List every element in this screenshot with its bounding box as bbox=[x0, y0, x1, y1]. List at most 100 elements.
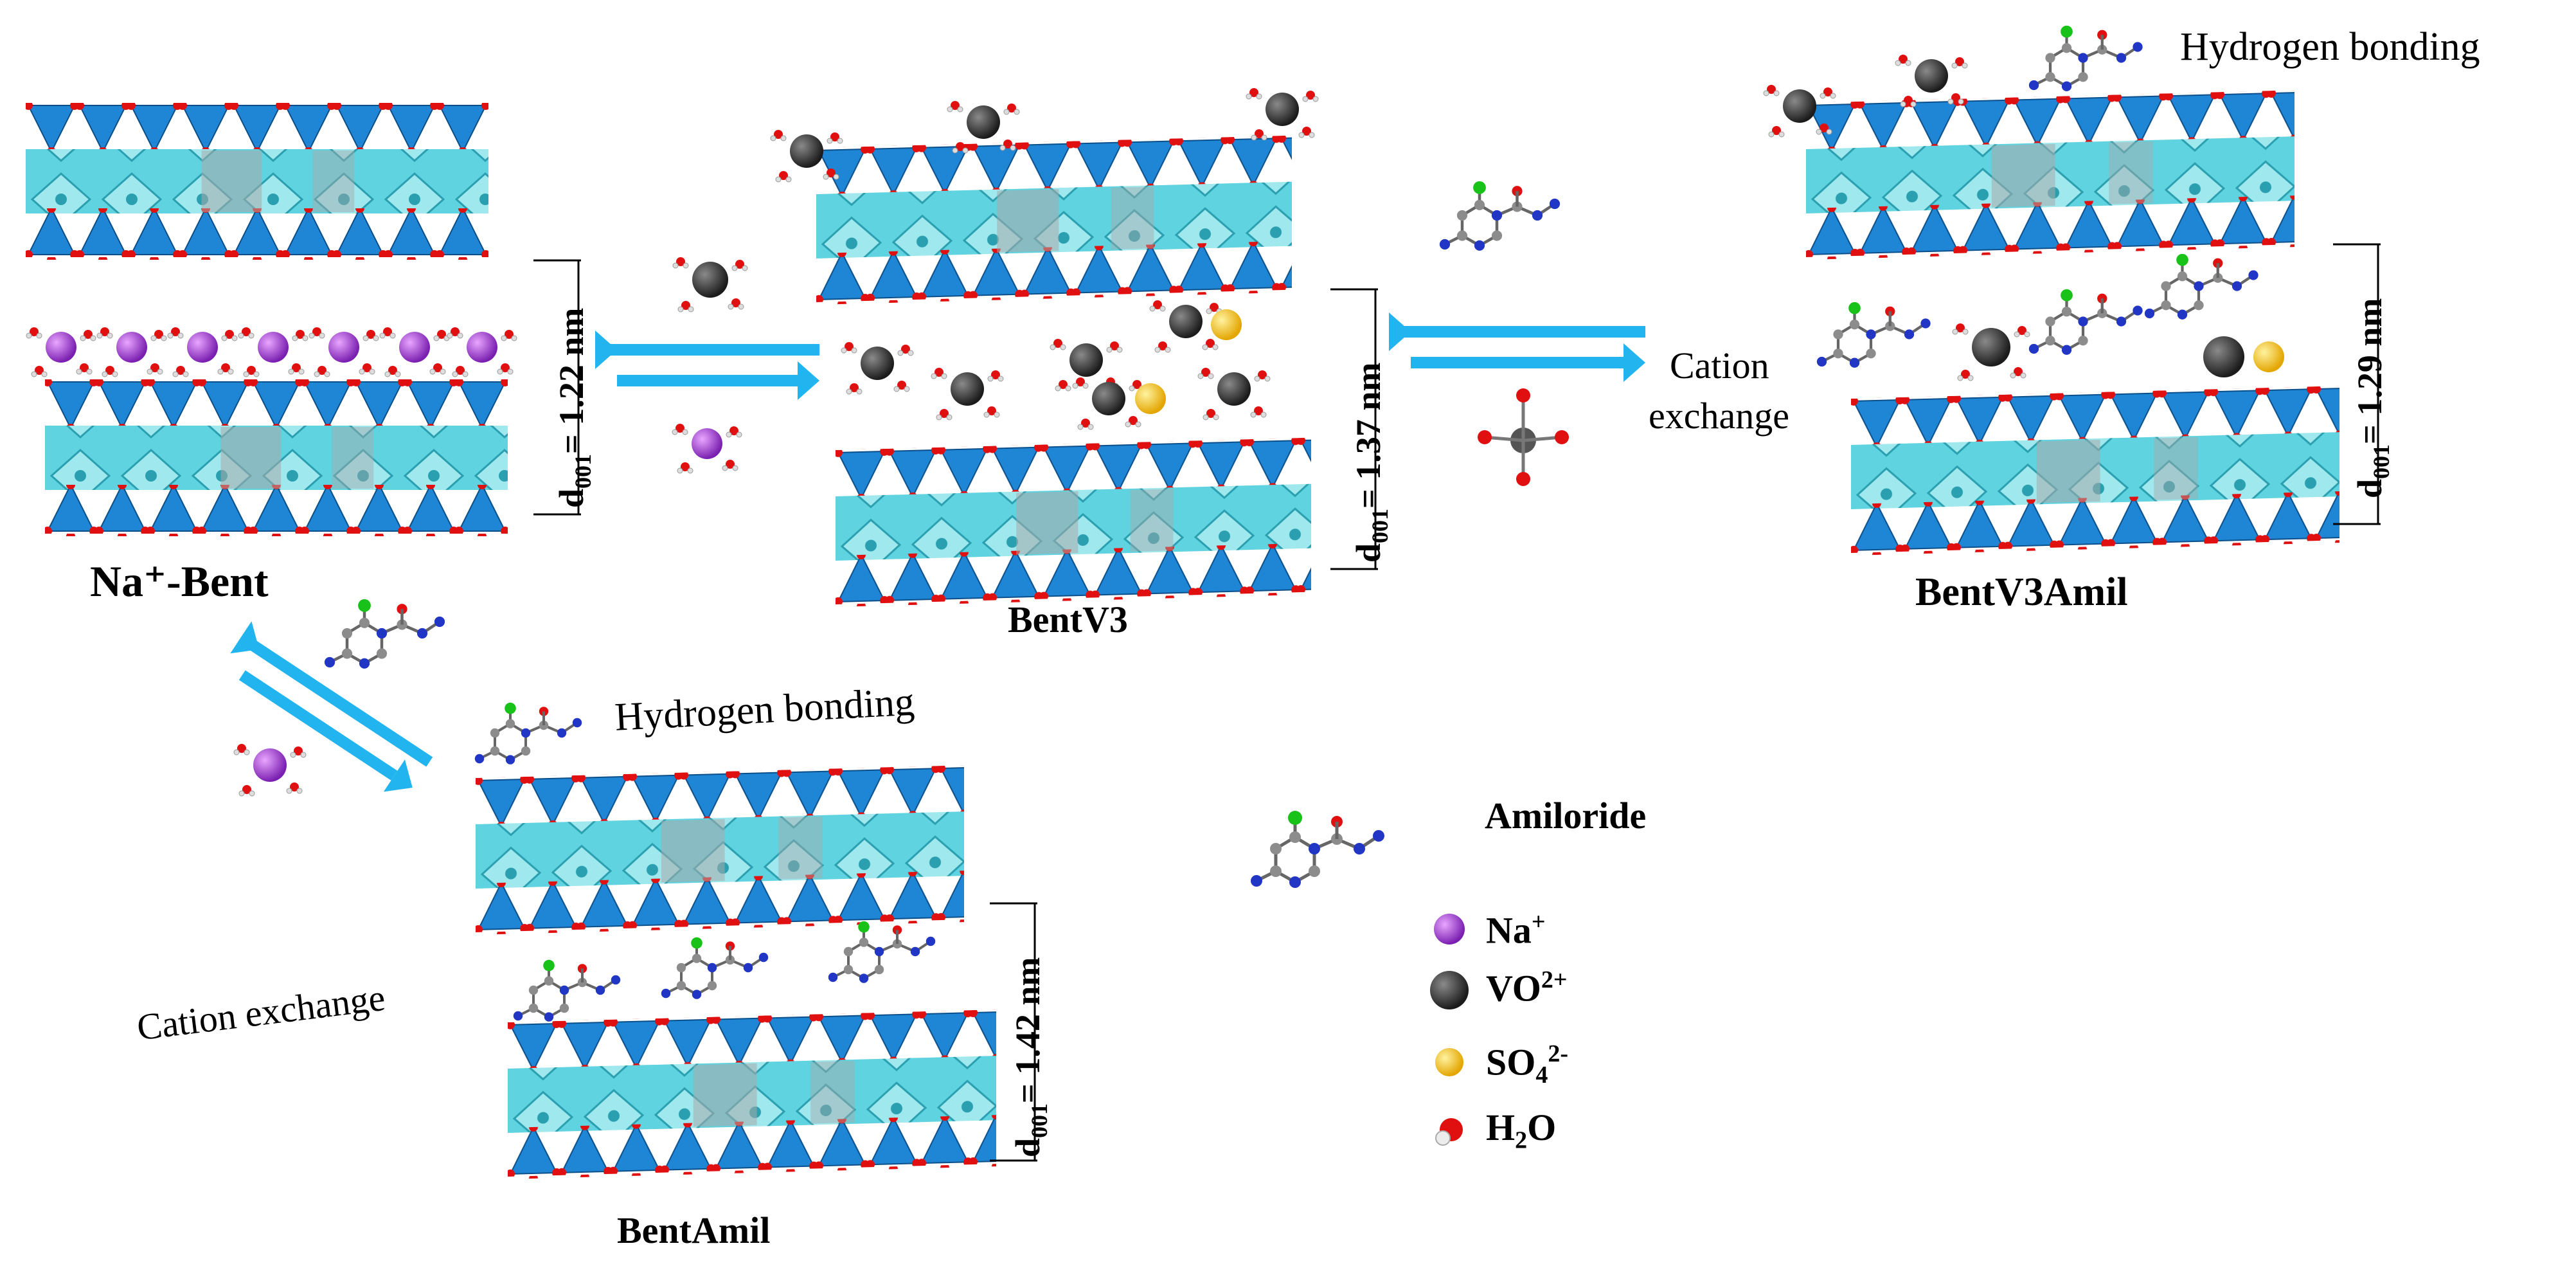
water-molecule bbox=[172, 366, 189, 377]
water-hydrogen bbox=[1900, 101, 1906, 107]
label-bentamil: BentAmil bbox=[617, 1209, 771, 1251]
spacing-brackets bbox=[533, 243, 2381, 1162]
water-molecule bbox=[1820, 87, 1836, 99]
water-hydrogen bbox=[1298, 132, 1305, 138]
water-hydrogen bbox=[243, 371, 249, 377]
water-hydrogen bbox=[157, 368, 163, 375]
water-oxygen bbox=[1956, 323, 1965, 332]
d001-label-bentamil: d001= 1.42 nm bbox=[1008, 957, 1052, 1157]
water-hydrogen bbox=[228, 368, 234, 375]
atom bbox=[1456, 230, 1468, 241]
na-ion bbox=[116, 332, 147, 363]
water-hydrogen bbox=[1820, 93, 1826, 99]
water-oxygen bbox=[1961, 370, 1970, 379]
water-oxygen bbox=[1823, 87, 1832, 96]
water-oxygen bbox=[221, 363, 230, 372]
water-molecule bbox=[217, 363, 234, 375]
water-molecule bbox=[379, 327, 396, 339]
atom bbox=[1885, 321, 1895, 331]
water-oxygen bbox=[726, 460, 735, 469]
water-hydrogen bbox=[290, 752, 296, 758]
na-ion bbox=[46, 332, 76, 363]
atom bbox=[557, 728, 567, 738]
water-oxygen bbox=[1110, 341, 1119, 350]
atom bbox=[2045, 336, 2055, 346]
atom bbox=[707, 981, 717, 991]
water-oxygen bbox=[830, 132, 839, 141]
water-molecule bbox=[96, 327, 113, 339]
water-hydrogen bbox=[1212, 344, 1219, 350]
water-hydrogen bbox=[2020, 372, 2026, 379]
water-molecule bbox=[846, 383, 863, 395]
water-hydrogen bbox=[770, 135, 776, 141]
atom bbox=[1549, 198, 1561, 210]
water-oxygen bbox=[312, 327, 321, 336]
atom bbox=[376, 648, 388, 659]
water-molecule bbox=[722, 460, 738, 471]
water-molecule bbox=[501, 330, 517, 341]
tetrahedral-row-top bbox=[476, 765, 964, 829]
chlorine-atom bbox=[2176, 253, 2188, 266]
water-oxygen bbox=[850, 383, 859, 392]
water-hydrogen bbox=[677, 306, 684, 312]
atom bbox=[2194, 300, 2204, 311]
atom bbox=[544, 976, 554, 986]
water-oxygen bbox=[2017, 326, 2026, 335]
chlorine-atom bbox=[1288, 811, 1302, 825]
water-oxygen bbox=[1059, 380, 1068, 389]
water-molecule bbox=[1246, 88, 1262, 100]
annotation-hydrogen-bonding-top: Hydrogen bonding bbox=[2180, 25, 2480, 69]
atom bbox=[1904, 329, 1915, 339]
water-hydrogen bbox=[238, 332, 244, 339]
atom bbox=[2133, 42, 2143, 52]
atom bbox=[1474, 240, 1485, 251]
water-hydrogen bbox=[856, 388, 863, 395]
atom bbox=[910, 946, 920, 957]
sulfate-ion bbox=[2253, 341, 2284, 372]
bracket-bentv3amil bbox=[2333, 243, 2381, 525]
water-molecule bbox=[1050, 339, 1066, 350]
atom bbox=[1373, 830, 1384, 842]
arrow-shaft bbox=[238, 670, 398, 781]
water-hydrogen bbox=[1129, 385, 1135, 392]
water-oxygen bbox=[1302, 127, 1311, 136]
atom bbox=[1512, 201, 1523, 212]
water-hydrogen bbox=[1125, 421, 1131, 428]
octahedral-substitution bbox=[778, 816, 823, 880]
legend-amiloride-label: Amiloride bbox=[1485, 795, 1647, 836]
water-hydrogen bbox=[161, 335, 167, 341]
water-hydrogen bbox=[1154, 347, 1161, 353]
water-molecule bbox=[1154, 341, 1171, 353]
water-hydrogen bbox=[288, 368, 294, 375]
water-molecule bbox=[672, 257, 689, 269]
amiloride-reagent bbox=[1439, 181, 1561, 251]
water-hydrogen bbox=[1254, 375, 1260, 382]
legend-vo-label: VO2+ bbox=[1486, 966, 1568, 1009]
atom bbox=[2028, 80, 2039, 91]
water-molecule bbox=[1768, 126, 1785, 138]
octahedral-substitution bbox=[312, 150, 355, 212]
arrow-head bbox=[383, 759, 413, 792]
legend-na-label: Na+ bbox=[1486, 909, 1546, 952]
arrow-head bbox=[1623, 343, 1645, 382]
water-hydrogen bbox=[946, 414, 953, 420]
water-oxygen bbox=[100, 327, 109, 336]
vo-ion bbox=[1069, 343, 1103, 377]
water-oxygen bbox=[1820, 123, 1829, 132]
atom bbox=[1251, 875, 1262, 887]
water-hydrogen bbox=[997, 375, 1004, 382]
water-hydrogen bbox=[249, 790, 255, 797]
water-hydrogen bbox=[823, 174, 829, 180]
water-hydrogen bbox=[1958, 98, 1964, 105]
water-molecule bbox=[2010, 367, 2026, 379]
water-hydrogen bbox=[292, 335, 298, 341]
water-hydrogen bbox=[102, 371, 108, 377]
atom bbox=[2078, 72, 2088, 82]
legend-na-icon bbox=[1434, 914, 1465, 945]
water-hydrogen bbox=[1816, 129, 1822, 135]
water-molecule bbox=[1202, 339, 1219, 350]
water-molecule bbox=[726, 426, 742, 438]
water-molecule bbox=[936, 409, 953, 420]
atom bbox=[572, 718, 582, 728]
water-hydrogen bbox=[511, 335, 517, 341]
